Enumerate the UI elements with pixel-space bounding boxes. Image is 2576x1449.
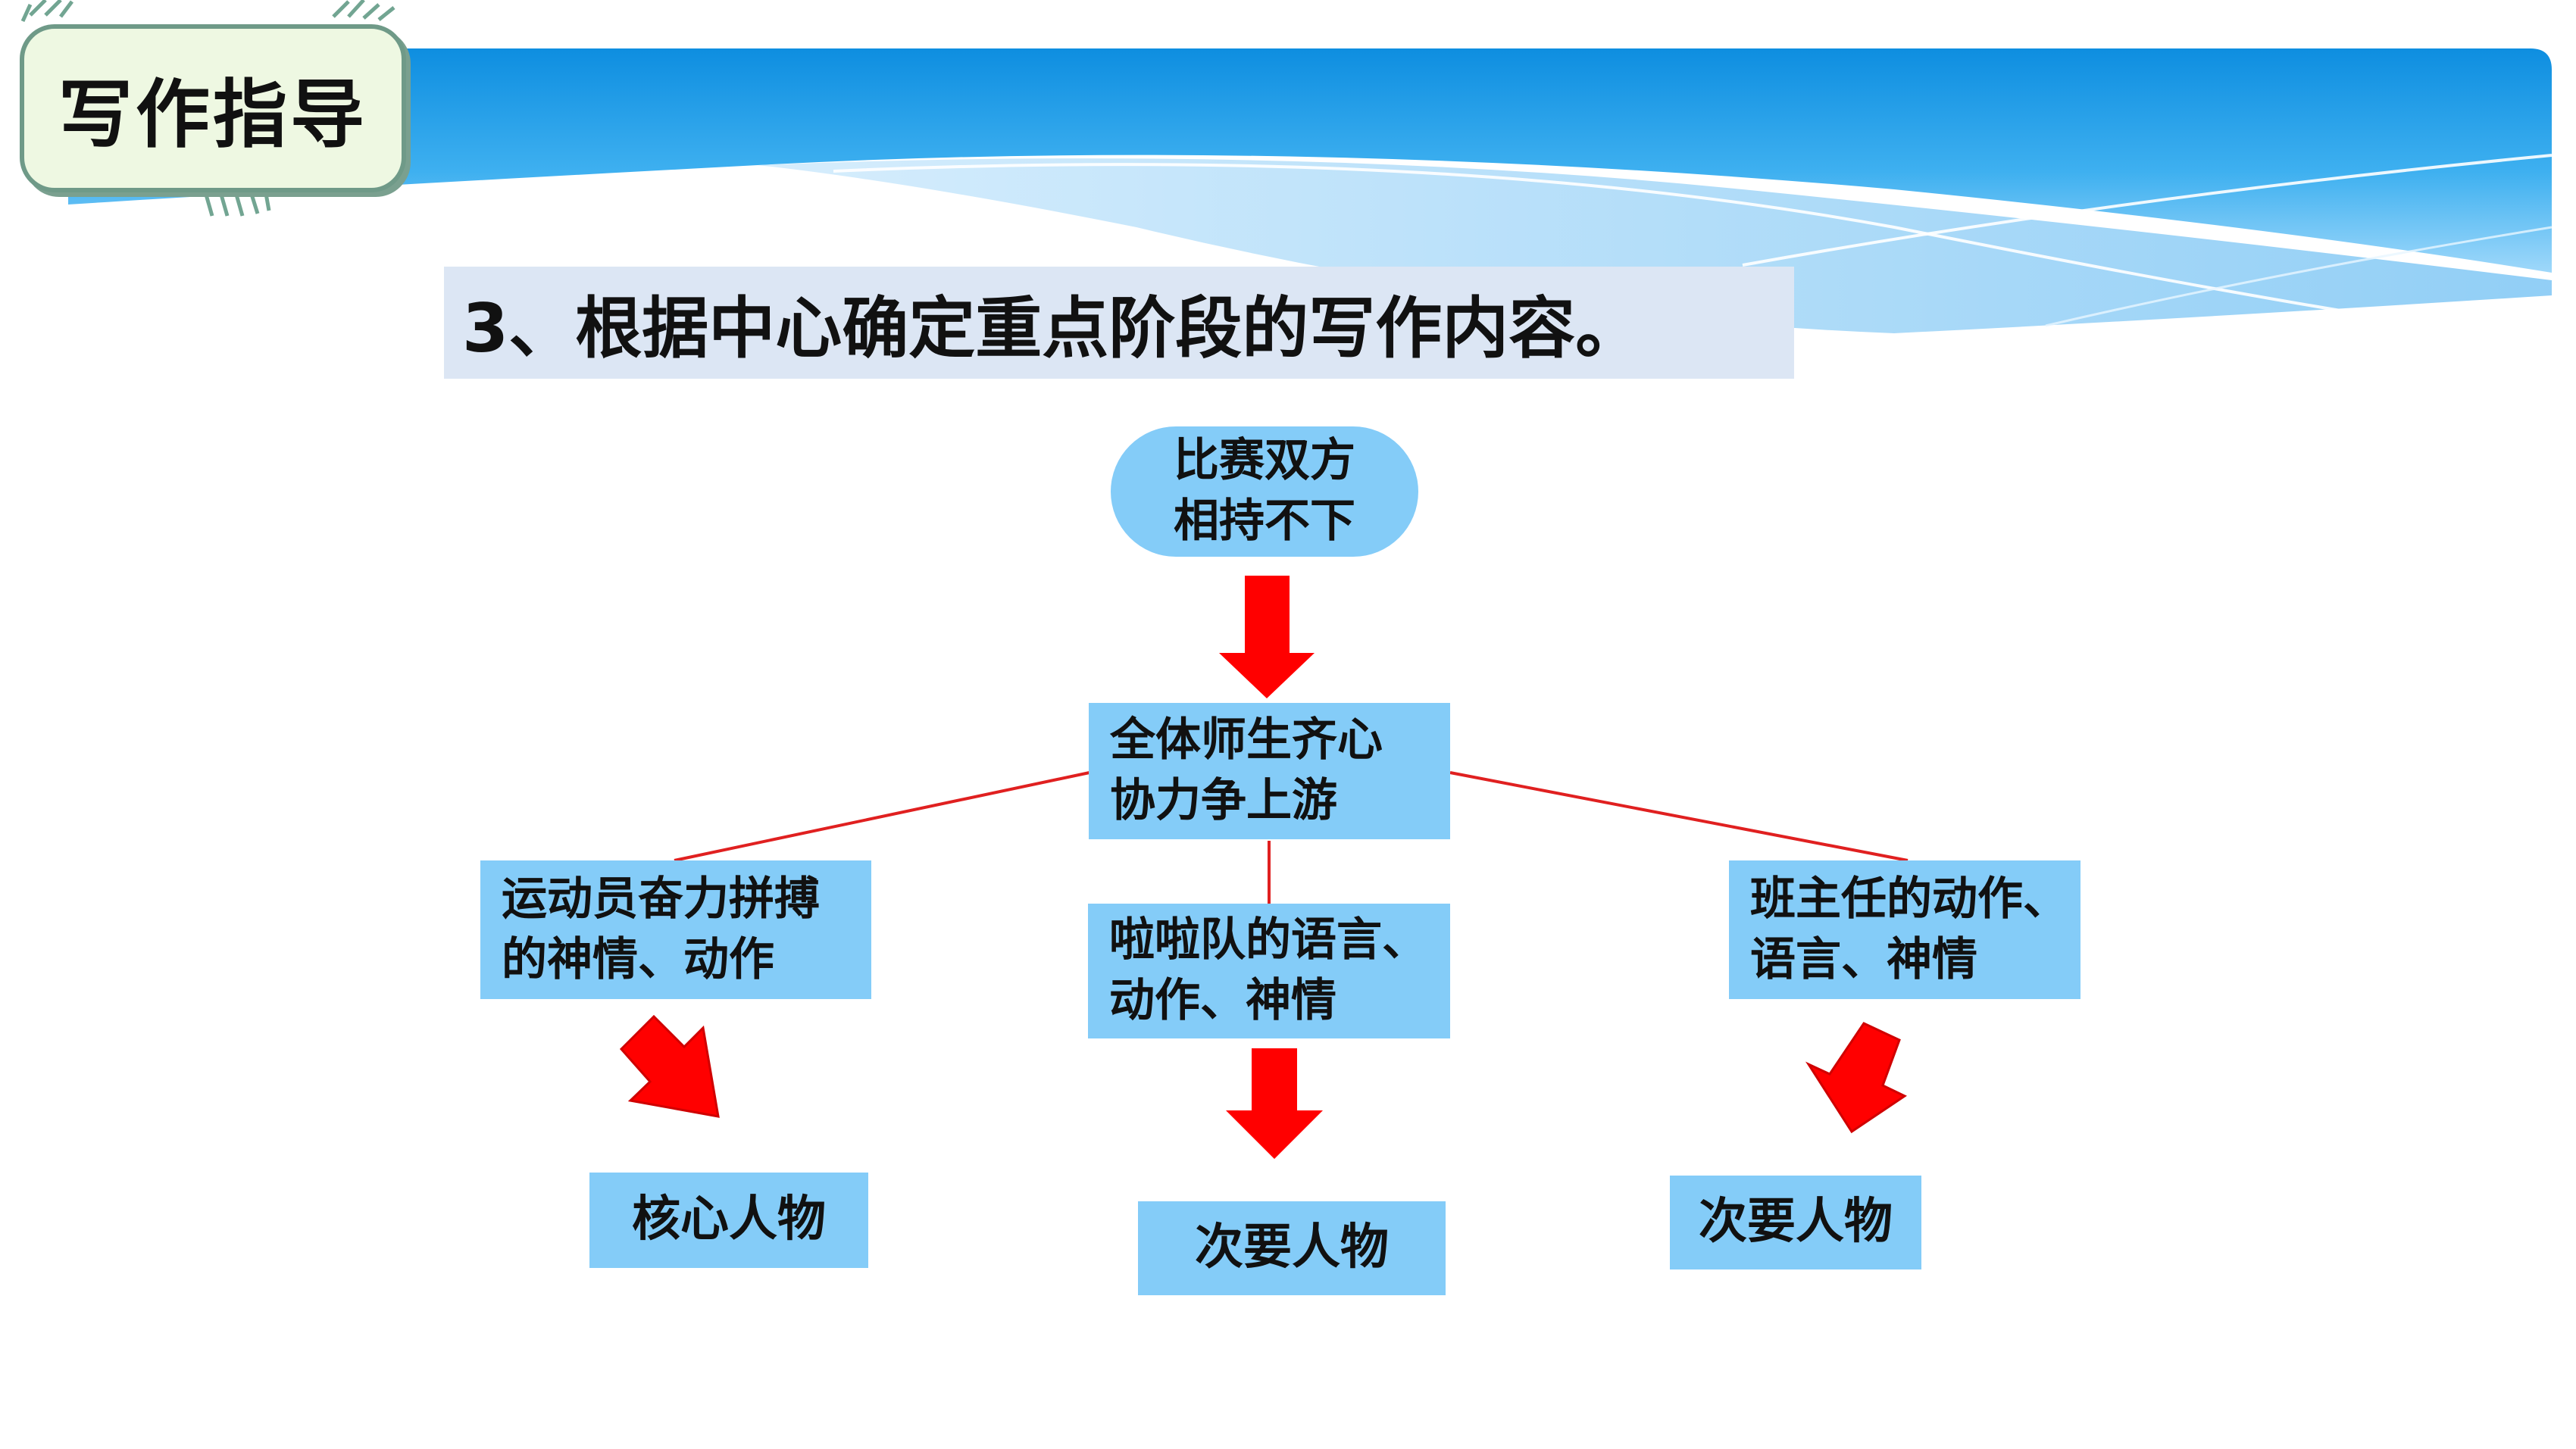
flow-node-role-text: 次要人物 (1699, 1194, 1893, 1251)
flow-node-detail-cheerleaders: 啦啦队的语言、 动作、神情 (1088, 904, 1450, 1038)
flow-node-role-text: 核心人物 (632, 1191, 826, 1248)
flow-node-detail-athletes: 运动员奋力拼搏 的神情、动作 (480, 860, 871, 999)
connector-right (1449, 771, 1909, 862)
flow-node-role-secondary: 次要人物 (1670, 1176, 1921, 1269)
flow-node-climax-text: 全体师生齐心 协力争上游 (1110, 714, 1383, 827)
flow-node-climax: 全体师生齐心 协力争上游 (1089, 703, 1450, 839)
arrow-diagonal-icon (1805, 1022, 1908, 1134)
flow-node-start: 比赛双方 相持不下 (1111, 426, 1418, 557)
leaf-decoration-icon (20, 0, 395, 217)
flow-node-role-core: 核心人物 (589, 1173, 868, 1268)
flow-node-detail-text: 班主任的动作、 语言、神情 (1750, 872, 2068, 986)
section-tag-label: 写作指导 (58, 72, 367, 158)
arrow-down-icon (1219, 576, 1315, 698)
arrow-diagonal-icon (619, 1014, 720, 1118)
connector-left (674, 771, 1090, 862)
section-tag: 写作指导 (20, 24, 406, 192)
flow-node-role-text: 次要人物 (1195, 1219, 1389, 1276)
flow-node-detail-text: 运动员奋力拼搏 的神情、动作 (502, 872, 820, 986)
flow-node-role-secondary: 次要人物 (1138, 1201, 1446, 1295)
page-heading-text: 3、根据中心确定重点阶段的写作内容。 (462, 289, 1643, 367)
flow-node-detail-teacher: 班主任的动作、 语言、神情 (1729, 860, 2080, 999)
page-heading: 3、根据中心确定重点阶段的写作内容。 (444, 267, 1794, 379)
flow-node-detail-text: 啦啦队的语言、 动作、神情 (1109, 913, 1427, 1027)
arrow-down-icon (1226, 1048, 1323, 1159)
flow-node-start-text: 比赛双方 相持不下 (1174, 434, 1355, 548)
